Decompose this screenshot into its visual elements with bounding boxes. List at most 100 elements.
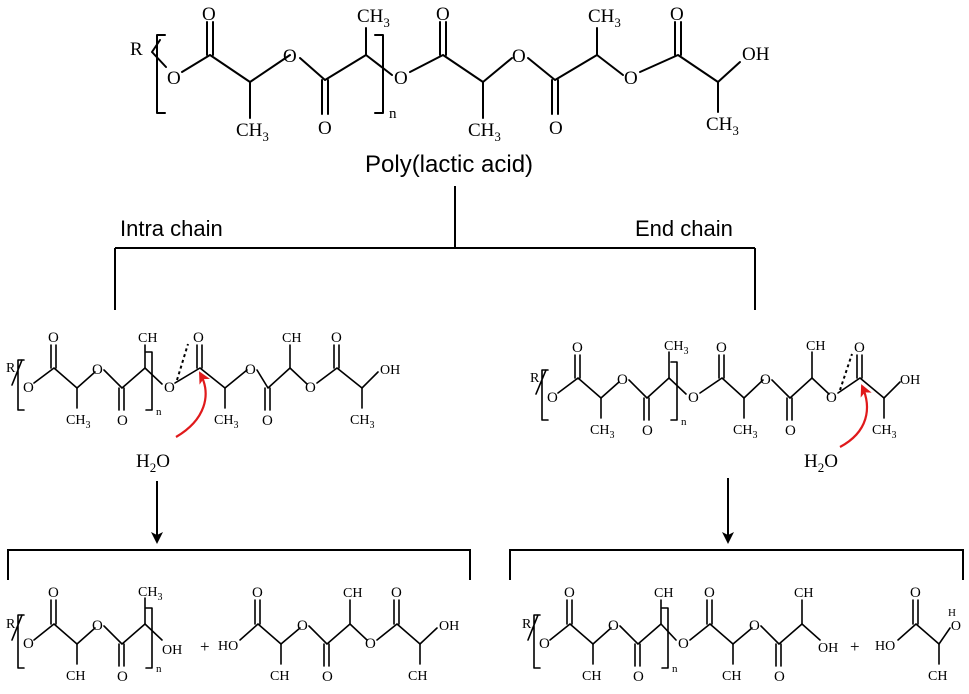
- repeat-bracket-left: [11, 614, 25, 669]
- branch-connectors: [114, 186, 756, 310]
- carbonyl-oxygen: O: [854, 340, 865, 356]
- hydroxyl: HO: [875, 639, 895, 654]
- carbonyl-oxygen: O: [322, 669, 333, 685]
- ester-oxygen: O: [245, 362, 256, 378]
- water-attack-arrow: [175, 371, 211, 438]
- intra-product-fragment: HO O CH O O CH O O OH CH: [218, 585, 459, 685]
- methyl: CH: [408, 669, 427, 684]
- carbonyl-oxygen: O: [193, 330, 204, 346]
- water-molecule: H2O: [136, 451, 170, 475]
- intra-chain-structure: R O O CH3 O O CH n O O CH3 O O CH O O OH…: [6, 330, 400, 431]
- carbonyl-oxygen: O: [252, 585, 263, 601]
- lactic-acid-product: HO O OH CH: [875, 585, 961, 684]
- methyl: CH3: [66, 413, 90, 431]
- polymer-title: Poly(lactic acid): [365, 151, 533, 178]
- methyl: CH3: [588, 6, 621, 30]
- methyl: CH3: [590, 423, 614, 441]
- carbonyl-oxygen: O: [633, 669, 644, 685]
- repeat-bracket-right: [145, 607, 153, 669]
- repeat-bracket-right: [145, 351, 153, 411]
- ester-oxygen: O: [539, 636, 550, 652]
- r-group-label: R: [6, 617, 16, 632]
- ester-oxygen: O: [394, 68, 408, 89]
- repeat-bracket-left: [11, 359, 25, 411]
- repeat-bracket-left: [527, 614, 541, 669]
- end-chain-label: End chain: [635, 216, 733, 241]
- r-group-label: R: [530, 371, 540, 386]
- water-molecule: H2O: [804, 451, 838, 475]
- methyl: CH3: [733, 423, 757, 441]
- intra-product-oligomer: R O O CH O O CH3 n OH: [6, 585, 182, 685]
- hydroxyl: OH: [439, 619, 459, 634]
- intra-chain-label: Intra chain: [120, 216, 223, 241]
- carbonyl-oxygen: O: [318, 118, 332, 139]
- ester-oxygen: O: [547, 390, 558, 406]
- end-product-oligomer: R O O CH O O CH n O O CH O O CH OH: [522, 585, 838, 685]
- repeat-count: n: [672, 663, 678, 675]
- plus-sign: +: [200, 637, 210, 656]
- pla-structure: R O O CH3 O O CH3 n O O CH3 O O CH3 O O …: [130, 4, 770, 144]
- ester-oxygen: O: [167, 68, 181, 89]
- hydroxyl: OH: [162, 643, 182, 658]
- methyl: CH3: [468, 120, 501, 144]
- ester-oxygen: O: [749, 618, 760, 634]
- carbonyl-oxygen: O: [202, 4, 216, 25]
- intra-products-bracket: [7, 549, 471, 580]
- ester-oxygen: O: [617, 372, 628, 388]
- plus-sign: +: [850, 637, 860, 656]
- methyl: CH3: [357, 6, 390, 30]
- methyl: CH: [794, 586, 813, 601]
- methyl: CH: [722, 669, 741, 684]
- methyl: CH3: [350, 413, 374, 431]
- ester-oxygen: O: [688, 390, 699, 406]
- ester-oxygen: O: [164, 380, 175, 396]
- ester-oxygen: O: [365, 636, 376, 652]
- ester-oxygen: O: [305, 380, 316, 396]
- carbonyl-oxygen: O: [48, 330, 59, 346]
- methyl: CH3: [706, 114, 739, 138]
- repeat-bracket-right: [661, 607, 669, 669]
- water-attack-arrow: [839, 384, 872, 448]
- r-group-label: R: [522, 617, 532, 632]
- methyl: CH: [582, 669, 601, 684]
- carbonyl-oxygen: O: [572, 340, 583, 356]
- carbonyl-oxygen: O: [910, 585, 921, 601]
- repeat-bracket-left: [535, 369, 549, 421]
- methyl: CH: [806, 339, 825, 354]
- repeat-count: n: [156, 406, 162, 418]
- r-group-label: R: [6, 361, 16, 376]
- carbonyl-oxygen: O: [262, 413, 273, 429]
- ester-oxygen: O: [608, 618, 619, 634]
- end-products-bracket: [509, 549, 964, 580]
- repeat-count: n: [156, 663, 162, 675]
- carbonyl-oxygen: O: [774, 669, 785, 685]
- methyl: CH3: [236, 120, 269, 144]
- repeat-bracket-left: [156, 34, 166, 114]
- hydroxyl: OH: [742, 44, 770, 65]
- repeat-count: n: [389, 106, 397, 122]
- hydroxyl: OH: [900, 373, 920, 388]
- methyl: CH: [343, 586, 362, 601]
- ester-oxygen: O: [283, 46, 297, 67]
- ester-oxygen: O: [512, 46, 526, 67]
- carbonyl-oxygen: O: [785, 423, 796, 439]
- ester-oxygen: O: [92, 362, 103, 378]
- repeat-bracket-right: [670, 361, 678, 421]
- carbonyl-oxygen: O: [117, 669, 128, 685]
- ester-oxygen: O: [826, 390, 837, 406]
- cleavage-site: [176, 343, 189, 381]
- methyl: CH3: [872, 423, 896, 441]
- carbonyl-oxygen: O: [391, 585, 402, 601]
- cleavage-site: [839, 353, 853, 391]
- carbonyl-oxygen: O: [716, 340, 727, 356]
- ester-oxygen: O: [92, 618, 103, 634]
- methyl: CH3: [664, 339, 688, 357]
- carbonyl-oxygen: O: [564, 585, 575, 601]
- methyl: CH3: [138, 585, 162, 603]
- hydroxyl: OH: [818, 641, 838, 656]
- carbonyl-oxygen: O: [331, 330, 342, 346]
- methyl: CH: [66, 669, 85, 684]
- ester-oxygen: O: [23, 380, 34, 396]
- carbonyl-oxygen: O: [117, 413, 128, 429]
- methyl: CH: [928, 669, 947, 684]
